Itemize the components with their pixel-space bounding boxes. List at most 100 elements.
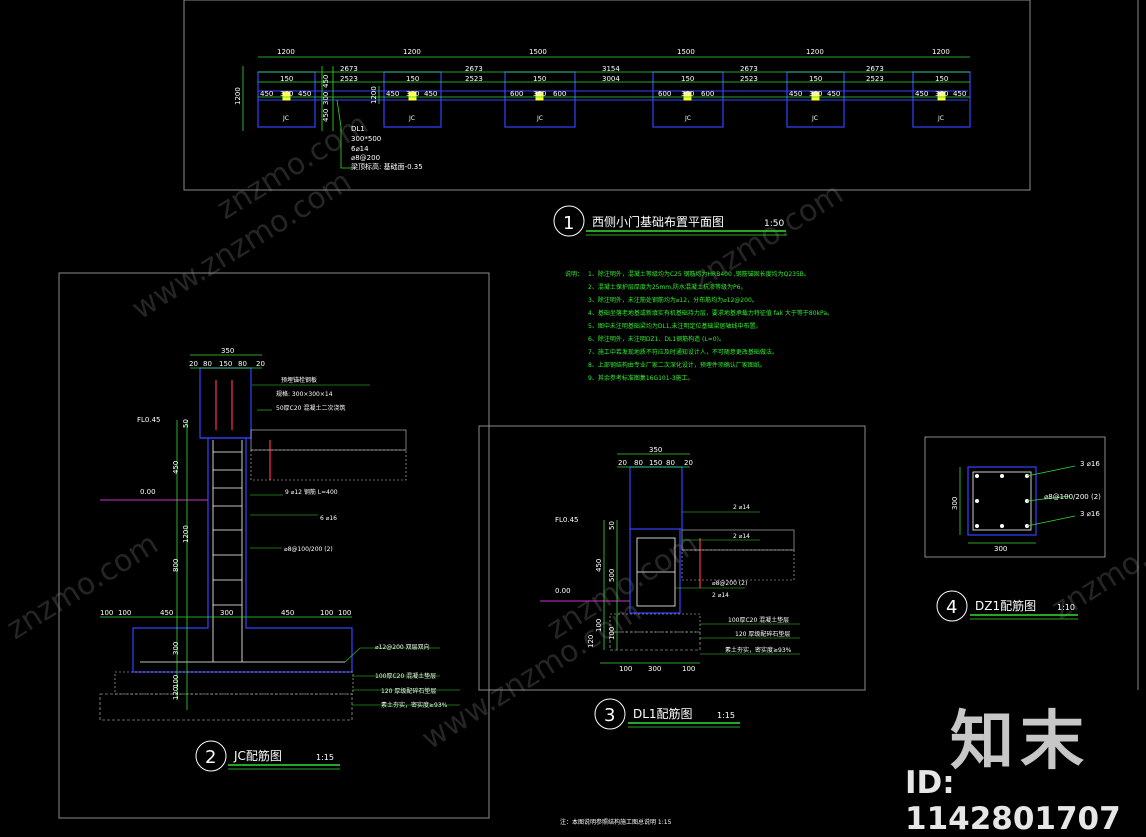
jc-top-sub: 20 xyxy=(189,360,198,368)
note-item: 9、其余参考标准图集16G101-3施工。 xyxy=(588,374,694,382)
title-4-circle xyxy=(936,590,968,622)
dl1-top-sub: 20 xyxy=(618,459,627,467)
column-mark xyxy=(282,91,291,101)
dz1-outline xyxy=(967,466,1037,536)
note-item: 6、除注明外，未注明DZ1、DL1钢筋构造 (L=0)。 xyxy=(588,335,725,343)
plan-width: 1200 xyxy=(403,48,421,56)
jc-slab xyxy=(99,429,407,721)
plan-sub: 300 xyxy=(809,90,822,98)
jc-label: JC xyxy=(282,115,289,122)
jc-bottom-dim: 300 xyxy=(220,609,233,617)
jc-label: JC xyxy=(536,115,543,122)
dl1-rebars xyxy=(636,537,676,607)
plan-span: 2673 xyxy=(740,65,758,73)
note-item: 3、除注明外，未注筋处钢筋均为⌀12，分布筋均为⌀12@200。 xyxy=(588,296,758,304)
plan-150: 150 xyxy=(935,75,948,83)
dl1-left-dim: 120 xyxy=(587,635,595,648)
title-3: 3 DL1配筋图 1:15 xyxy=(594,698,740,730)
plan-span: 2523 xyxy=(866,75,884,83)
dl1-top-sub: 20 xyxy=(684,459,693,467)
title-2-num: 2 xyxy=(205,747,216,768)
plan-sub: 450 xyxy=(953,90,966,98)
dl1-annotations: 2 ⌀14 2 ⌀14 ⌀8@200 (2) 2 ⌀14 100厚C20 混凝土… xyxy=(712,504,792,654)
jc-level-0: 0.00 xyxy=(140,488,156,496)
plan-left-dim: 1200 xyxy=(370,86,378,104)
jc-label: JC xyxy=(684,115,691,122)
jc-annotations: 预埋锚栓钢板 规格: 300×300×14 50厚C20 混凝土二次浇筑 9 ⌀… xyxy=(276,376,448,709)
dz1-width: 300 xyxy=(994,545,1007,553)
plan-sub: 300 xyxy=(935,90,948,98)
dz1-text: 3 ⌀16 ⌀8@100/200 (2) 3 ⌀16 300 300 xyxy=(951,460,1101,553)
title-4-scale: 1:10 xyxy=(1057,603,1075,612)
column-mark xyxy=(683,91,692,101)
dl1-column xyxy=(629,466,683,530)
plan-sub: 300 xyxy=(280,90,293,98)
plan-callout: DL1 300*500 6⌀14 ⌀8@200 梁顶标高: 基础面-0.35 xyxy=(336,99,423,171)
dz1-dimension-lines xyxy=(959,465,1076,544)
plan-span: 2523 xyxy=(740,75,758,83)
callout-line: 6⌀14 xyxy=(351,145,369,153)
callout-line: 梁顶标高: 基础面-0.35 xyxy=(351,162,423,171)
jc-top-sub: 80 xyxy=(238,360,247,368)
title-1-circle xyxy=(553,205,585,237)
title-3-circle xyxy=(594,698,626,730)
foundation-plan: JC JC JC JC JC JC 1200 1200 1500 1500 12… xyxy=(234,48,971,171)
plan-columns xyxy=(282,91,946,101)
jc-section: 350 20 80 150 80 20 FL0.45 0.00 50 450 1… xyxy=(99,347,460,721)
plan-sub: 600 xyxy=(553,90,566,98)
jc-left-dim: 1200 xyxy=(182,525,190,543)
dl1-top-sub: 80 xyxy=(666,459,675,467)
dl1-top-width: 350 xyxy=(649,446,662,454)
plan-150: 150 xyxy=(280,75,293,83)
callout-line: DL1 xyxy=(351,125,365,133)
plan-150: 150 xyxy=(406,75,419,83)
plan-span: 2523 xyxy=(340,75,358,83)
column-mark xyxy=(937,91,946,101)
watermark-id: ID: 1142801707 xyxy=(905,765,1121,837)
plan-span: 2523 xyxy=(465,75,483,83)
plan-left-dim: 300 xyxy=(322,92,330,105)
title-3-num: 3 xyxy=(604,705,615,726)
plan-dimension-lines xyxy=(242,56,970,131)
title-1-num: 1 xyxy=(563,213,574,234)
plan-sub: 300 xyxy=(681,90,694,98)
jc-bottom-dim: 450 xyxy=(281,609,294,617)
jc-rebars xyxy=(140,440,345,663)
watermark-site: www.znzmo.com xyxy=(416,594,648,757)
plan-span: 2673 xyxy=(465,65,483,73)
plan-sub: 300 xyxy=(533,90,546,98)
column-mark xyxy=(535,91,544,101)
drawing-frames xyxy=(58,0,1139,819)
bottom-stub: 注：本图说明参照结构施工图总说明 1:15 xyxy=(560,818,672,826)
title-1-text: 西侧小门基础布置平面图 xyxy=(592,214,724,229)
jc-level-fl: FL0.45 xyxy=(137,416,161,424)
plan-frame xyxy=(183,0,1031,191)
dl1-dim-text: 350 20 80 150 80 20 FL0.45 0.00 50 450 5… xyxy=(555,446,695,673)
dl1-top-sub: 80 xyxy=(634,459,643,467)
dz1-height: 300 xyxy=(951,497,959,510)
dl1-beam xyxy=(629,529,681,614)
plan-150: 150 xyxy=(809,75,822,83)
plan-150: 150 xyxy=(681,75,694,83)
dl1-gravel: 120 厚级配碎石垫层 xyxy=(735,630,790,638)
jc-bottom-dim: 100 xyxy=(118,609,131,617)
callout-line: ⌀8@200 xyxy=(351,154,380,162)
dl1-c20: 100厚C20 混凝土垫层 xyxy=(728,616,789,624)
title-4-num: 4 xyxy=(946,597,957,618)
jc-bottom-dim: 100 xyxy=(100,609,113,617)
jc-bottom-dim: 100 xyxy=(338,609,351,617)
jc-bottom-dim: 450 xyxy=(160,609,173,617)
note-item: 4、基础坐落老地基或新填实有机基础持力层，要求地基承载力特征值 fak 大于等于… xyxy=(588,309,833,317)
jc-leaders xyxy=(250,384,460,706)
watermark-text: znzmo.com xyxy=(1,526,165,646)
jc-anchor-label: 预埋锚栓钢板 xyxy=(281,376,317,384)
jc-left-dim: 800 xyxy=(172,559,180,572)
watermark-text: znzmo.com xyxy=(686,176,850,296)
jc-left-dim: 300 xyxy=(172,642,180,655)
dl1-leaders xyxy=(675,511,800,655)
jc-bottom-dim: 100 xyxy=(320,609,333,617)
dz1-stirrups: ⌀8@100/200 (2) xyxy=(1044,493,1101,501)
plan-sub: 600 xyxy=(658,90,671,98)
